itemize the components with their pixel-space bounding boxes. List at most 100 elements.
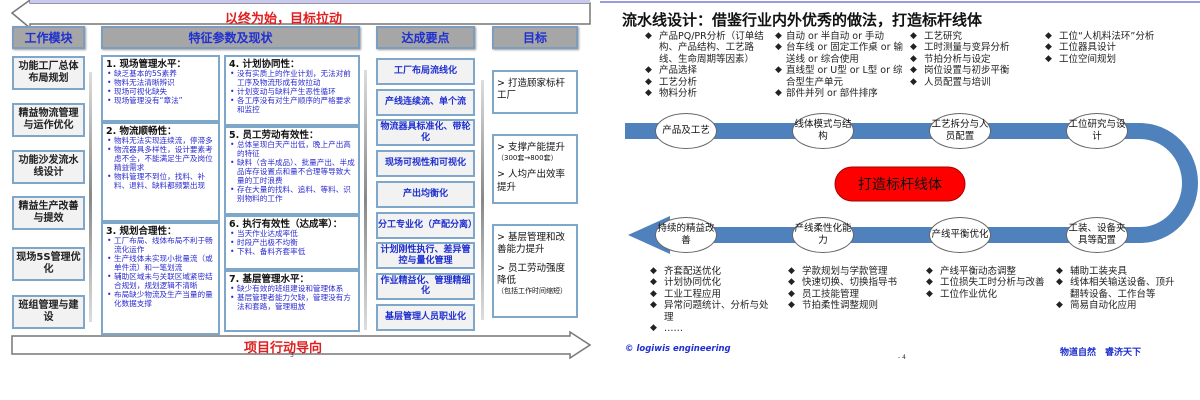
- feature-item: 物料管理不到位，找料、补料、退料、缺料都频繁出现: [106, 172, 215, 191]
- feature-item: 缺少有效的班组建设和管理体系: [229, 284, 355, 294]
- bullet-item: 部件并列 or 部件排序: [775, 88, 907, 99]
- feature-box: 6. 执行有效性（达成率）：当天作业达成率低时段产出极不均衡下料、备料齐套率低: [224, 215, 360, 270]
- feature-item: 缺乏基本的5S素养: [106, 69, 215, 79]
- bullet-item: 工位损失工时分析与改善: [926, 277, 1051, 288]
- goal-text: > 支撑产能提升: [497, 142, 565, 153]
- feature-item: 物流器具多样性，设计要素考虑不全，不能满足生产及岗位精益需求: [106, 145, 215, 173]
- top-rule: [600, 1, 1200, 3]
- goal-text: > 打造顾家标杆工厂: [497, 78, 565, 102]
- slogan: 物道自然 睿济天下: [1060, 348, 1142, 358]
- process-step: 工艺拆分与人员配置: [929, 113, 991, 149]
- key-point: 产线连续流、单个流: [376, 88, 475, 116]
- bullet-item: 工位作业优化: [926, 289, 1051, 300]
- bullet-item: 节拍分析与设定: [910, 54, 1042, 65]
- bullet-item: 工艺分析: [645, 77, 770, 88]
- key-point: 分工专业化（产配分离）: [376, 211, 477, 239]
- divider: [364, 70, 367, 330]
- bullet-item: 直线型 or U型 or L型 or 综合型生产单元: [775, 65, 907, 88]
- feature-item: 时段产出极不均衡: [229, 238, 355, 248]
- bullet-item: 简易自动化应用: [1056, 300, 1181, 311]
- goal-box: > 打造顾家标杆工厂: [492, 70, 578, 114]
- bullet-item: 辅助工装夹具: [1056, 266, 1181, 277]
- bullet-item: ……: [650, 323, 770, 334]
- bullet-item: 物料分析: [645, 88, 770, 99]
- goal-box: > 基层管理和改善能力提升> 员工劳动强度降低（包括工作时间缩短）: [492, 224, 578, 318]
- goal-subtext: （300套→800套）: [497, 154, 558, 163]
- feature-item: 现场可视化缺失: [106, 87, 215, 97]
- key-point: 产出均衡化: [376, 180, 475, 208]
- bullet-item: 工位“人机料法环”分析: [1045, 31, 1185, 42]
- feature-item: 当天作业达成率低: [229, 229, 355, 239]
- key-point: 现场可视性和可视化: [376, 150, 475, 178]
- bullet-item: 台车线 or 固定工作桌 or 输送线 or 综合使用: [775, 42, 907, 65]
- bullet-item: 齐套配送优化: [650, 266, 770, 277]
- header-work-modules: 工作模块: [12, 26, 85, 49]
- feature-list: 缺少有效的班组建设和管理体系基层管理者能力欠缺，管理没有方法和套路，管理粗放: [229, 284, 355, 312]
- bullet-item: 快速切换、切换指导书: [788, 277, 906, 288]
- feature-list: 物料无法实现连续流，停滞多物流器具多样性，设计要素考虑不全，不能满足生产及岗位精…: [106, 136, 215, 191]
- bullet-item: 异常问题统计、分析与处理: [650, 300, 770, 323]
- feature-box: 5. 员工劳动有效性：总体呈现白天产出低，晚上产出高的特征缺料（含半成品）、批量…: [224, 126, 360, 215]
- bullet-item: 员工技能管理: [788, 289, 906, 300]
- feature-item: 工厂布局、线体布局不利于畅流化运作: [106, 236, 215, 255]
- goal-box: > 支撑产能提升（300套→800套） > 人均产出效率提升: [492, 134, 578, 204]
- bullet-item: 计划协同优化: [650, 277, 770, 288]
- feature-list: 总体呈现白天产出低，晚上产出高的特征缺料（含半成品）、批量产出、半成品库存设置点…: [229, 140, 355, 204]
- feature-item: 物料无法清晰辨识: [106, 78, 215, 88]
- top-arrow-text: 以终为始，目标拉动: [225, 12, 343, 27]
- feature-item: 生产线体未实现小批量流（或单件流）和一笔划流: [106, 254, 215, 273]
- feature-title: 3. 规划合理性：: [106, 226, 177, 237]
- feature-list: 工厂布局、线体布局不利于畅流化运作生产线体未实现小批量流（或单件流）和一笔划流辅…: [106, 236, 215, 309]
- work-module: 精益生产改善与提效: [12, 196, 85, 230]
- bullet-item: 产品PQ/PR分析（订单结构、产品结构、工艺路线、生命周期等因素）: [645, 31, 770, 65]
- process-step: 工装、设备夹具等配置: [1066, 217, 1128, 253]
- feature-item: 总体呈现白天产出低，晚上产出高的特征: [229, 140, 355, 159]
- bullet-item: 学款规划与学款管理: [788, 266, 906, 277]
- goal-text: > 员工劳动强度降低: [497, 262, 565, 287]
- bullet-list: 产品PQ/PR分析（订单结构、产品结构、工艺路线、生命周期等因素）产品选择工艺分…: [645, 31, 770, 99]
- key-point: 工厂布局流线化: [376, 58, 475, 85]
- header-goals: 目标: [492, 26, 578, 49]
- feature-item: 各工序没有对生产顺序的严格要求和监控: [229, 96, 355, 115]
- bullet-item: 节拍柔性调整规则: [788, 300, 906, 311]
- feature-title: 6. 执行有效性（达成率）：: [229, 219, 343, 230]
- feature-title: 2. 物流顺畅性：: [106, 126, 177, 137]
- work-module: 功能沙发流水线设计: [12, 150, 85, 184]
- feature-title: 4. 计划协同性：: [229, 59, 300, 70]
- feature-box: 1. 现场管理水平：缺乏基本的5S素养物料无法清晰辨识现场可视化缺失现场管理没有…: [101, 55, 220, 122]
- work-module: 功能工厂总体布局规划: [12, 56, 85, 90]
- divider: [89, 72, 92, 322]
- key-point: 作业精益化、管理精细化: [376, 272, 475, 300]
- goal-text: > 基层管理和改善能力提升: [497, 232, 565, 256]
- bullet-list: 学款规划与学款管理快速切换、切换指导书员工技能管理节拍柔性调整规则: [788, 266, 906, 312]
- goal-item: > 人均产出效率提升: [497, 169, 573, 194]
- feature-title: 7. 基层管理水平：: [229, 274, 310, 285]
- goal-item: > 基层管理和改善能力提升: [497, 232, 573, 257]
- feature-list: 没有实质上的作业计划，无法对前工序及物流形成有效拉动计划变动与缺料产生恶性循环各…: [229, 69, 355, 115]
- bullet-list: 自动 or 半自动 or 手动台车线 or 固定工作桌 or 输送线 or 综合…: [775, 31, 907, 99]
- bullet-item: 工位空间规划: [1045, 54, 1185, 65]
- process-step: 产品及工艺: [655, 113, 717, 149]
- header-features: 特征参数及现状: [101, 26, 360, 49]
- work-module: 班组管理与建设: [12, 295, 85, 329]
- center-label: 打造标杆线体: [858, 177, 942, 193]
- goal-item: > 支撑产能提升（300套→800套）: [497, 142, 573, 163]
- bullet-item: 工业工程应用: [650, 289, 770, 300]
- page-number: - 4: [898, 354, 906, 361]
- bullet-item: 工艺研究: [910, 31, 1042, 42]
- bullet-item: 工时测量与变异分析: [910, 42, 1042, 53]
- process-step: 线体模式与结构: [792, 113, 854, 149]
- feature-title: 1. 现场管理水平：: [106, 59, 187, 70]
- feature-item: 物料无法实现连续流，停滞多: [106, 136, 215, 146]
- bullet-item: 岗位设置与初步平衡: [910, 65, 1042, 76]
- bullet-item: 线体相关输送设备、顶升翻转设备、工作台等: [1056, 277, 1181, 300]
- feature-box: 7. 基层管理水平：缺少有效的班组建设和管理体系基层管理者能力欠缺，管理没有方法…: [224, 270, 360, 332]
- feature-item: 下料、备料齐套率低: [229, 247, 355, 257]
- bullet-list: 产线平衡动态调整工位损失工时分析与改善工位作业优化: [926, 266, 1051, 300]
- page-number: 3: [290, 352, 294, 359]
- feature-box: 4. 计划协同性：没有实质上的作业计划，无法对前工序及物流形成有效拉动计划变动与…: [224, 55, 360, 126]
- feature-item: 基层管理者能力欠缺，管理没有方法和套路，管理粗放: [229, 293, 355, 312]
- bullet-item: 人员配置与培训: [910, 77, 1042, 88]
- process-step: 产线柔性化能力: [792, 217, 854, 253]
- work-module: 现场5S管理优化: [12, 247, 85, 281]
